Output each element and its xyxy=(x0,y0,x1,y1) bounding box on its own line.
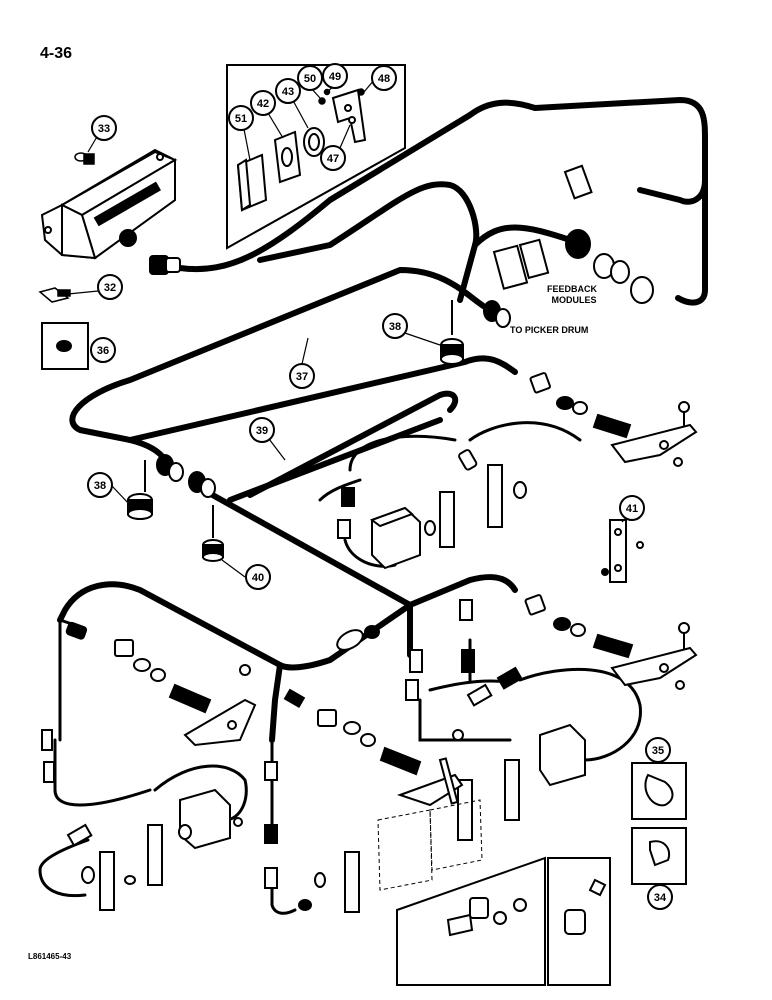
callout-33: 33 xyxy=(91,115,117,141)
ghost-brackets xyxy=(377,799,483,891)
inset-frame-clip-35 xyxy=(631,762,687,820)
svg-text:43: 43 xyxy=(282,86,294,98)
svg-text:33: 33 xyxy=(98,123,110,135)
inset-frame-bottom-right xyxy=(547,857,611,986)
callout-39: 39 xyxy=(249,417,275,443)
control-module xyxy=(40,148,178,260)
note-picker-drum: TO PICKER DRUM xyxy=(510,325,588,335)
callout-35: 35 xyxy=(645,737,671,763)
callout-51: 51 xyxy=(228,105,254,131)
callout-36: 36 xyxy=(90,337,116,363)
svg-text:34: 34 xyxy=(654,892,667,904)
sensor-box-lower xyxy=(396,723,586,841)
callout-50: 50 xyxy=(297,65,323,91)
clip-34-part xyxy=(649,840,670,867)
knob-38-right xyxy=(440,300,464,365)
callout-38-right: 38 xyxy=(382,313,408,339)
sensor-box-upper xyxy=(369,464,527,570)
svg-text:38: 38 xyxy=(389,321,401,333)
callout-40: 40 xyxy=(245,564,271,590)
feedback-module-connector xyxy=(492,164,593,290)
svg-text:40: 40 xyxy=(252,572,264,584)
fuse-32 xyxy=(38,287,71,303)
callout-49: 49 xyxy=(322,63,348,89)
inset-frame-top xyxy=(226,64,406,250)
sensor-assembly-left xyxy=(41,621,257,783)
sensor-assembly-center xyxy=(283,688,464,776)
plate-42 xyxy=(273,130,302,184)
callout-47: 47 xyxy=(320,145,346,171)
sensor-assembly-lower-right xyxy=(524,594,698,690)
svg-text:51: 51 xyxy=(235,113,247,125)
picker-drum-connector xyxy=(483,300,511,328)
clip-36 xyxy=(56,340,72,352)
svg-text:50: 50 xyxy=(304,73,316,85)
bracket-51 xyxy=(236,153,268,212)
connectors-middle xyxy=(336,449,523,707)
note-feedback-line2: MODULES xyxy=(552,295,597,305)
callout-34: 34 xyxy=(647,884,673,910)
svg-text:42: 42 xyxy=(257,98,269,110)
callout-42: 42 xyxy=(250,90,276,116)
callout-48: 48 xyxy=(371,65,397,91)
svg-text:48: 48 xyxy=(378,73,390,85)
svg-text:49: 49 xyxy=(329,71,341,83)
callout-41: 41 xyxy=(619,495,645,521)
callout-43: 43 xyxy=(275,78,301,104)
knob-38-left xyxy=(127,460,153,520)
svg-text:47: 47 xyxy=(327,153,339,165)
figure-code: L861465-43 xyxy=(28,952,72,961)
callout-32: 32 xyxy=(97,274,123,300)
nut-43 xyxy=(303,127,325,157)
sensor-wires xyxy=(38,421,642,915)
callout-37: 37 xyxy=(289,363,315,389)
clip-35-part xyxy=(644,773,674,807)
main-harness xyxy=(57,97,708,743)
svg-text:38: 38 xyxy=(94,480,106,492)
switch-40 xyxy=(202,505,224,562)
note-feedback-line1: FEEDBACK xyxy=(547,284,598,294)
plate-41 xyxy=(601,519,644,583)
page-number: 4-36 xyxy=(40,45,73,62)
inset-frame-bottom-left xyxy=(396,856,546,986)
sensor-box-left xyxy=(66,788,231,911)
svg-text:32: 32 xyxy=(104,282,116,294)
harness-connectors-left xyxy=(156,454,216,498)
sensor-assembly-upper-right xyxy=(529,372,698,467)
inset-frame-clip-34 xyxy=(631,827,687,885)
bottom-inset-parts xyxy=(446,878,607,937)
round-connector-1 xyxy=(149,255,181,275)
svg-text:36: 36 xyxy=(97,345,109,357)
inset-frame-36 xyxy=(41,322,89,370)
svg-text:35: 35 xyxy=(652,745,664,757)
callout-38-left: 38 xyxy=(87,472,113,498)
round-connector-2 xyxy=(565,229,654,304)
svg-text:39: 39 xyxy=(256,425,268,437)
svg-text:37: 37 xyxy=(296,371,308,383)
bulb-33 xyxy=(74,152,95,165)
sensor-assembly-bottom xyxy=(233,761,360,913)
bracket-47 xyxy=(331,88,367,144)
svg-text:41: 41 xyxy=(626,503,638,515)
